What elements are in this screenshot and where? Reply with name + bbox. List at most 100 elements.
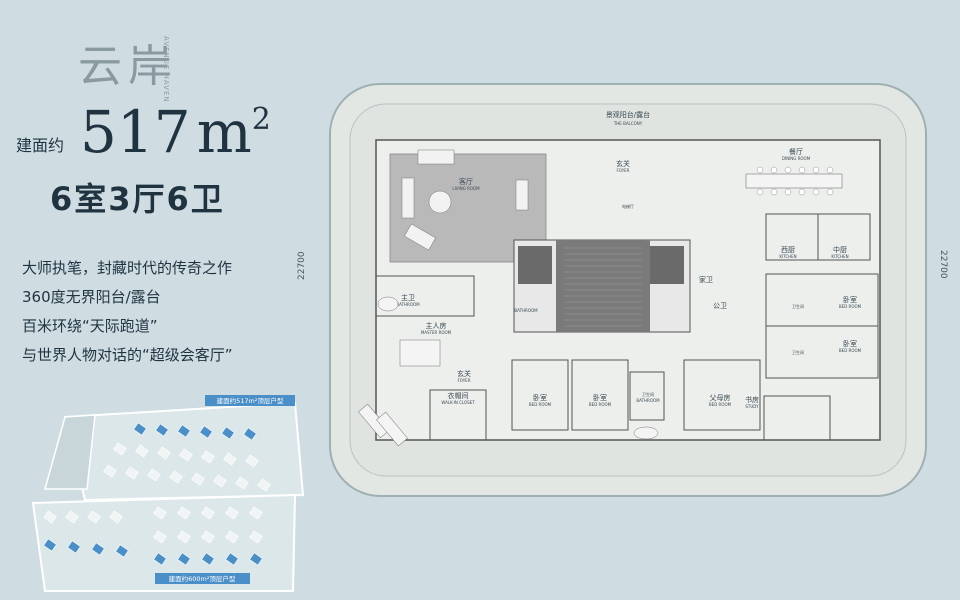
- site-unit: [225, 506, 239, 520]
- site-unit: [133, 422, 147, 436]
- label-chinese-kitchen-en: KITCHEN: [831, 254, 848, 259]
- site-unit: [125, 466, 139, 480]
- label-bath-r1: 卫生间: [792, 303, 804, 309]
- site-unit: [235, 476, 249, 490]
- dining-chair: [812, 166, 820, 174]
- label-bed-r2: 卧室: [843, 339, 857, 348]
- sitemap-label-600: 建面约600m²顶层户型: [169, 574, 236, 583]
- site-unit: [191, 472, 205, 486]
- floor-plan: 33600 景观阳台/露台 THE BALCONY 客厅 LIVING ROOM…: [329, 83, 927, 497]
- label-bed-r2-en: BED ROOM: [839, 348, 862, 353]
- site-unit: [177, 552, 191, 566]
- site-unit: [201, 552, 215, 566]
- dining-chair: [798, 188, 806, 196]
- label-bed-r1: 卧室: [843, 295, 857, 304]
- label-bed1: 卧室: [533, 393, 547, 402]
- label-dining-en: DINING ROOM: [782, 156, 811, 161]
- label-foyer-lower: 玄关: [457, 369, 471, 378]
- label-chinese-kitchen: 中厨: [833, 245, 847, 254]
- label-study: 书房: [745, 395, 759, 404]
- dining-chair: [784, 188, 792, 196]
- label-closet-en: WALK-IN CLOSET: [441, 400, 475, 405]
- site-unit: [177, 530, 191, 544]
- site-unit: [249, 552, 263, 566]
- label-bath-mid: BATHROOM: [514, 308, 538, 313]
- label-elevator-hall: 电梯厅: [622, 203, 634, 209]
- site-unit: [65, 510, 79, 524]
- dining-chair: [756, 166, 764, 174]
- label-master-bath-en: BATHROOM: [396, 302, 420, 307]
- site-unit: [201, 506, 215, 520]
- feature-item: 大师执笔，封藏时代的传奇之作: [22, 259, 233, 277]
- site-unit: [201, 450, 215, 464]
- dining-chair: [812, 188, 820, 196]
- site-unit: [169, 470, 183, 484]
- site-unit: [87, 510, 101, 524]
- label-wc: 公卫: [713, 302, 727, 310]
- site-unit: [153, 552, 167, 566]
- site-unit: [67, 540, 81, 554]
- site-unit: [153, 530, 167, 544]
- dining-chair: [798, 166, 806, 174]
- feature-item: 360度无界阳台/露台: [22, 288, 161, 306]
- label-bed1-en: BED ROOM: [529, 402, 552, 407]
- site-unit: [249, 530, 263, 544]
- feature-item: 与世界人物对话的“超级会客厅”: [22, 346, 233, 364]
- site-unit: [221, 426, 235, 440]
- site-unit: [177, 424, 191, 438]
- label-foyer-top: 玄关: [616, 159, 630, 168]
- dim-left: 22700: [297, 251, 307, 280]
- feature-list: 大师执笔，封藏时代的传奇之作 360度无界阳台/露台 百米环绕“天际跑道” 与世…: [22, 254, 233, 370]
- stair-core: [556, 240, 650, 332]
- label-living-en: LIVING ROOM: [452, 186, 480, 191]
- site-unit: [249, 506, 263, 520]
- room-count: 6室3厅6卫: [50, 180, 225, 218]
- label-bath-lower: 卫生间: [642, 391, 654, 397]
- label-west-kitchen-en: KITCHEN: [779, 254, 796, 259]
- dining-chair: [826, 166, 834, 174]
- site-unit: [103, 464, 117, 478]
- site-unit: [199, 425, 213, 439]
- dining-chair: [770, 166, 778, 174]
- site-unit: [109, 510, 123, 524]
- dining-table: [745, 173, 843, 189]
- label-closet: 衣帽间: [448, 391, 469, 400]
- elevator-left: [518, 246, 552, 284]
- site-unit: [225, 552, 239, 566]
- label-bed2-en: BED ROOM: [589, 402, 612, 407]
- site-unit: [113, 442, 127, 456]
- site-unit: [91, 542, 105, 556]
- label-master-bed: 主人房: [426, 321, 447, 330]
- site-unit: [157, 446, 171, 460]
- label-parents: 父母房: [710, 393, 731, 402]
- label-master-bath: 主卫: [401, 293, 415, 302]
- site-unit: [225, 530, 239, 544]
- label-bed2: 卧室: [593, 393, 607, 402]
- dim-right: 22700: [938, 250, 948, 279]
- label-bg-517: [205, 395, 295, 406]
- dining-chair: [826, 188, 834, 196]
- site-unit: [43, 538, 57, 552]
- site-unit: [201, 530, 215, 544]
- site-unit: [147, 468, 161, 482]
- area-label: 建面约: [16, 136, 65, 155]
- label-balcony-en: THE BALCONY: [613, 121, 643, 126]
- label-west-kitchen: 西厨: [781, 246, 795, 254]
- label-bath-r2: 卫生间: [792, 349, 804, 355]
- label-master-bed-en: MASTER ROOM: [421, 330, 452, 335]
- label-family-bath: 家卫: [699, 275, 713, 284]
- site-unit: [179, 448, 193, 462]
- dining-chair: [770, 188, 778, 196]
- site-unit: [153, 506, 167, 520]
- label-study-en: STUDY: [745, 404, 759, 409]
- site-unit: [213, 474, 227, 488]
- label-bg-600: [155, 573, 250, 584]
- site-unit: [43, 510, 57, 524]
- brand-subtitle-en: AVENUE HAVEN: [162, 36, 170, 103]
- sitemap-label-517: 建面约517m²顶层户型: [217, 396, 284, 405]
- dining-chair: [756, 188, 764, 196]
- label-foyer-top-en: FOYER: [617, 168, 630, 173]
- site-unit: [177, 506, 191, 520]
- feature-item: 百米环绕“天际跑道”: [22, 317, 158, 335]
